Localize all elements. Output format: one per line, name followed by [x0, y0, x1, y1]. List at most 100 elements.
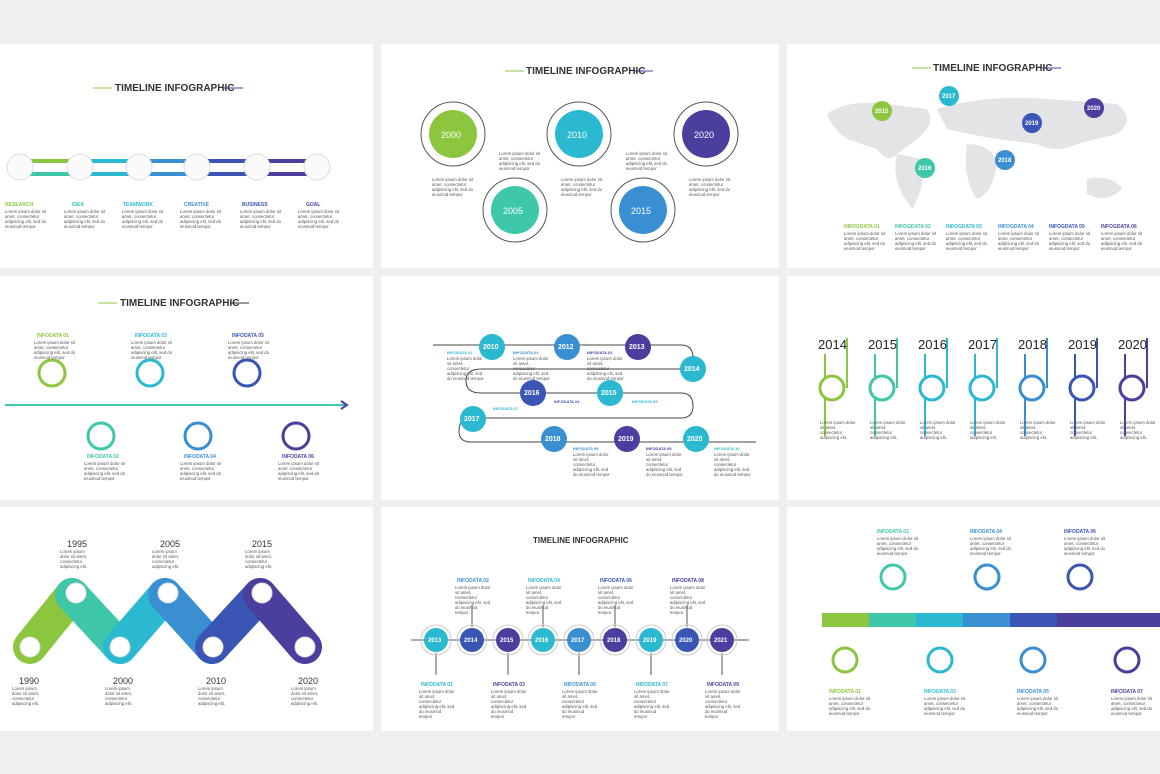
map-pin-2020: 2020: [1087, 106, 1101, 112]
panel9-label: INFODATA 02: [877, 529, 909, 535]
panel5-year: 2020: [687, 436, 703, 443]
panel3-text: Lorem ipsum dolor sit amet, consectetur …: [895, 231, 937, 251]
panel1-label: CREATIVE: [184, 202, 209, 208]
panel5-label: INFODATA 01: [447, 350, 473, 355]
panel2-text: Lorem ipsum dolor sit amet, consectetur …: [689, 177, 731, 197]
panel8-year: 2018: [607, 638, 621, 644]
panel8-text: Lorem ipsum dolor sit amet, consectetur …: [670, 585, 706, 615]
panel9-text: Lorem ipsum dolor sit amet, consectetur …: [877, 536, 919, 556]
panel8-label: INFODATA 01: [421, 682, 453, 688]
panel5-graphics: [433, 334, 756, 452]
panel8-year: 2020: [679, 638, 693, 644]
panel1-label: RESEARCH: [5, 202, 34, 208]
panel6-year: 2017: [968, 337, 997, 352]
panel6-text: Lorem ipsum dolor sit amet, consectetur …: [1020, 420, 1056, 440]
panel5-year: 2010: [483, 344, 499, 351]
panel6-year: 2018: [1018, 337, 1047, 352]
panel9-text: Lorem ipsum dolor sit amet, consectetur …: [970, 536, 1012, 556]
panel5-year: 2017: [464, 416, 480, 423]
panel5-year: 2016: [524, 390, 540, 397]
panel9-text: Lorem ipsum dolor sit amet, consectetur …: [924, 696, 966, 716]
panel9-label: INFODATA 07: [1111, 689, 1143, 695]
panel2-text: Lorem ipsum dolor sit amet, consectetur …: [561, 177, 603, 197]
panel1-label: IDEA: [72, 202, 84, 208]
panel6-year: 2014: [818, 337, 847, 352]
panel8-year: 2019: [643, 638, 657, 644]
panel9-text: Lorem ipsum dolor sit amet, consectetur …: [1064, 536, 1106, 556]
panel6-text: Lorem ipsum dolor sit amet, consectetur …: [970, 420, 1006, 440]
panel8-year: 2013: [428, 638, 442, 644]
panel8-year: 2017: [571, 638, 585, 644]
panel2-year: 2005: [503, 206, 524, 216]
panel8-label: INFODATA 06: [600, 578, 632, 584]
map-pin-2015: 2015: [875, 109, 889, 115]
panel9-text: Lorem ipsum dolor sit amet, consectetur …: [829, 696, 871, 716]
panel5-label: INFODATA 09: [646, 446, 672, 451]
panel4-text: Lorem ipsum dolor sit amet, consectetur …: [131, 340, 173, 360]
panel7-year: 1995: [67, 539, 88, 549]
panel3-label: INFOGDATA 01: [844, 224, 880, 230]
panel6-year: 2016: [918, 337, 947, 352]
panel3-label: INFOGDATA 04: [998, 224, 1034, 230]
panel8-label: INFODATA 08: [672, 578, 704, 584]
panel1-label: BUSINESS: [242, 202, 268, 208]
panel7-year: 2010: [206, 676, 227, 686]
panel3-text: Lorem ipsum dolor sit amet, consectetur …: [1101, 231, 1143, 251]
panel7-text: Lorem ipsum dolor sit amet, consectetur …: [105, 686, 132, 706]
panel7-text: Lorem ipsum dolor sit amet, consectetur …: [245, 549, 272, 569]
panel7-year: 2020: [298, 676, 319, 686]
panel1-text: Lorem ipsum dolor sit amet, consectetur …: [64, 209, 106, 229]
panel4-label: INFODATA 03: [135, 333, 167, 339]
panel5-year: 2012: [558, 344, 574, 351]
panel8-text: Lorem ipsum dolor sit amet, consectetur …: [455, 585, 491, 615]
panel6-text: Lorem ipsum dolor sit amet, consectetur …: [870, 420, 906, 440]
panel4-label: INFODATA 01: [37, 333, 69, 339]
panel8-year: 2015: [500, 638, 514, 644]
panel5-year: 2019: [618, 436, 634, 443]
panel6-graphics: [818, 338, 1148, 436]
panel2-year: 2015: [631, 206, 652, 216]
panel4-text: Lorem ipsum dolor sit amet, consectetur …: [84, 461, 126, 481]
panel1-label: TEAMWORK: [123, 202, 153, 208]
panel3-text: Lorem ipsum dolor sit amet, consectetur …: [844, 231, 886, 251]
panel5-text: Lorem ipsum dolor sit amet, consectetur …: [714, 452, 751, 477]
panel5-label: INFODATA 10: [714, 446, 740, 451]
panel5-text: Lorem ipsum dolor sit amet, consectetur …: [587, 356, 624, 381]
panel7-text: Lorem ipsum dolor sit amet, consectetur …: [291, 686, 318, 706]
panel9-text: Lorem ipsum dolor sit amet, consectetur …: [1017, 696, 1059, 716]
panel8-year: 2014: [464, 638, 478, 644]
map-pin-2018: 2018: [998, 158, 1012, 164]
panel1-label: GOAL: [306, 202, 321, 208]
panel9-label: INFODATA 01: [829, 689, 861, 695]
panel8-label: INFODATA 05: [564, 682, 596, 688]
panel-snake-timeline: 2010 2012 2013 2014 2016 2015 2017 2018 …: [381, 276, 779, 500]
panel4-label: INFODATA 04: [184, 454, 216, 460]
panel2-text: Lorem ipsum dolor sit amet, consectetur …: [499, 151, 541, 171]
panel5-label: INFODATA 08: [573, 446, 599, 451]
panel8-text: Lorem ipsum dolor sit amet, consectetur …: [634, 689, 670, 719]
panel9-label: INFODATA 05: [1017, 689, 1049, 695]
panel8-year: 2016: [535, 638, 549, 644]
panel1-text: Lorem ipsum dolor sit amet, consectetur …: [5, 209, 47, 229]
panel1-text: Lorem ipsum dolor sit amet, consectetur …: [180, 209, 222, 229]
panel-research-timeline: TIMELINE INFOGRAPHIC RESEARCH IDEA TEAMW…: [0, 44, 373, 268]
panel7-text: Lorem ipsum dolor sit amet, consectetur …: [60, 549, 87, 569]
map-pin-2016: 2016: [918, 166, 932, 172]
panel5-year: 2013: [629, 344, 645, 351]
panel5-label: INFODATA 02: [513, 350, 539, 355]
panel5-year: 2015: [601, 390, 617, 397]
map-pin-2017: 2017: [942, 94, 956, 100]
panel5-label: INFODATA 04: [554, 399, 580, 404]
panel6-text: Lorem ipsum dolor sit amet, consectetur …: [1070, 420, 1106, 440]
panel9-label: INFODATA 03: [924, 689, 956, 695]
panel8-label: INFODATA 04: [528, 578, 560, 584]
panel3-label: INFOGDATA 05: [1049, 224, 1085, 230]
panel7-text: Lorem ipsum dolor sit amet, consectetur …: [152, 549, 179, 569]
panel3-title: TIMELINE INFOGRAPHIC: [933, 63, 1053, 74]
panel8-text: Lorem ipsum dolor sit amet, consectetur …: [491, 689, 527, 719]
panel7-year: 1990: [19, 676, 40, 686]
panel8-title: TIMELINE INFOGRAPHIC: [533, 536, 629, 545]
panel2-year: 2000: [441, 130, 462, 140]
panel4-graphics: [5, 302, 349, 451]
panel-world-map: TIMELINE INFOGRAPHIC 2015 2016 2017 2018…: [787, 44, 1160, 268]
